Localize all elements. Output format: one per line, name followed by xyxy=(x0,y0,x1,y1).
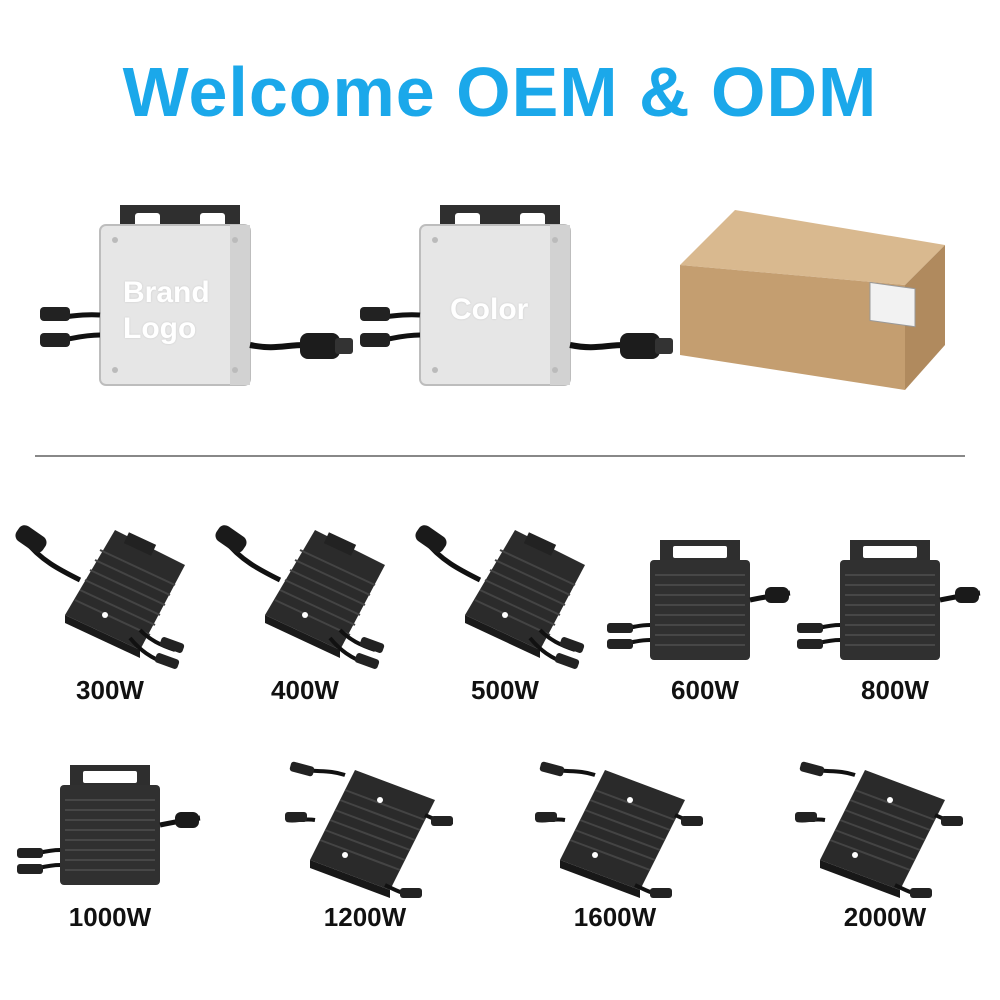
brand-logo-inverter-image: Brand Logo xyxy=(35,195,365,395)
product-power-label: 400W xyxy=(271,675,339,705)
product-power-label: 1600W xyxy=(573,902,657,932)
inverter-product-image xyxy=(535,760,705,900)
product-power-label: 1200W xyxy=(323,902,407,932)
color-inverter-image: Color xyxy=(355,195,685,395)
product-power-label: 2000W xyxy=(843,902,927,932)
inverter-product-image xyxy=(210,520,400,670)
product-power-label: 300W xyxy=(76,675,144,705)
product-power-label: 500W xyxy=(471,675,539,705)
inverter-product-image xyxy=(410,520,600,670)
inverter-product-image xyxy=(285,760,455,900)
packaging-box-image xyxy=(675,205,950,395)
product-power-label: 1000W xyxy=(68,902,152,932)
section-divider xyxy=(35,455,965,457)
page-title: Welcome OEM & ODM xyxy=(122,53,878,131)
inverter-product-image xyxy=(605,535,795,665)
logo-label: Logo xyxy=(123,312,197,345)
inverter-product-image xyxy=(15,760,205,890)
inverter-product-image xyxy=(795,760,965,900)
inverter-product-image xyxy=(795,535,985,665)
brand-label: Brand xyxy=(123,276,210,309)
color-label: Color xyxy=(450,293,529,326)
product-power-label: 800W xyxy=(861,675,929,705)
product-power-label: 600W xyxy=(671,675,739,705)
inverter-product-image xyxy=(10,520,200,670)
